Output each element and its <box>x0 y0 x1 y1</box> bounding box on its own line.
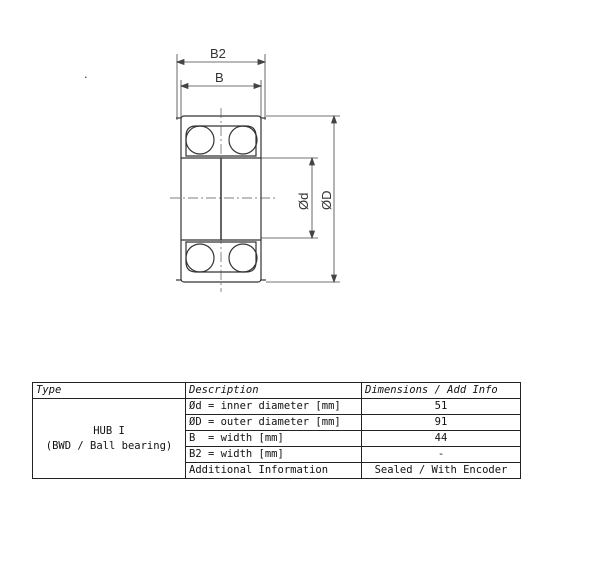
row-value: 44 <box>361 430 521 447</box>
spec-table: Type Description Dimensions / Add Info H… <box>32 382 521 479</box>
outer-diameter-dimension <box>266 114 340 284</box>
row-description: B2 = width [mm] <box>185 446 362 463</box>
bearing-drawing: . B2 B <box>84 46 340 292</box>
type-cell: HUB I (BWD / Ball bearing) <box>32 398 186 479</box>
row-description: Ød = inner diameter [mm] <box>185 398 362 415</box>
row-value: Sealed / With Encoder <box>361 462 521 479</box>
stray-dot: . <box>84 66 88 81</box>
row-description: B = width [mm] <box>185 430 362 447</box>
header-description: Description <box>185 382 362 399</box>
type-name: HUB I <box>93 424 125 437</box>
b2-dimension <box>175 54 267 120</box>
row-value: - <box>361 446 521 463</box>
table-row: B2 = width [mm] - <box>33 446 521 463</box>
type-subtitle: (BWD / Ball bearing) <box>45 439 173 452</box>
row-value: 51 <box>361 398 521 415</box>
table-row: Additional Information Sealed / With Enc… <box>33 462 521 479</box>
b-label: B <box>215 70 224 85</box>
b-dimension <box>179 80 263 118</box>
table-row: ØD = outer diameter [mm] 91 <box>33 414 521 431</box>
row-value: 91 <box>361 414 521 431</box>
inner-diameter-label: Ød <box>296 193 311 210</box>
row-description: ØD = outer diameter [mm] <box>185 414 362 431</box>
header-type: Type <box>32 382 186 399</box>
table-row: B = width [mm] 44 <box>33 430 521 447</box>
table-row: HUB I (BWD / Ball bearing) Ød = inner di… <box>32 398 521 479</box>
header-dimensions: Dimensions / Add Info <box>361 382 521 399</box>
b2-label: B2 <box>210 46 226 61</box>
outer-diameter-label: ØD <box>319 191 334 211</box>
row-description: Additional Information <box>185 462 362 479</box>
inner-diameter-dimension <box>261 156 318 240</box>
table-header-row: Type Description Dimensions / Add Info <box>32 382 521 399</box>
